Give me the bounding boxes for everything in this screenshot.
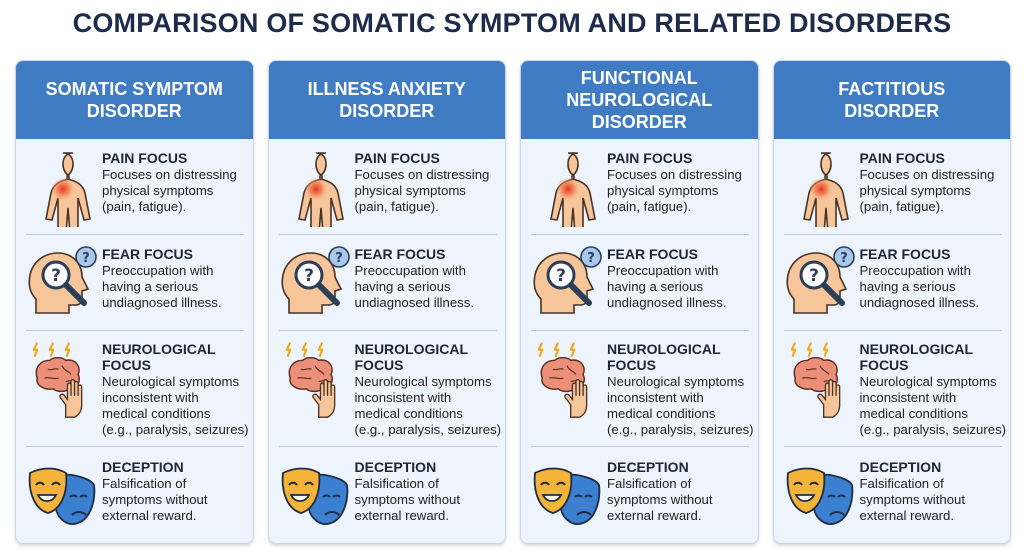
row-heading: FEAR FOCUS [859,246,951,262]
row-heading: DECEPTION [354,459,437,475]
brain-hand-lightning-icon [790,342,840,418]
row-heading: DECEPTION [102,459,184,475]
svg-text:?: ? [82,251,90,266]
divider [278,330,497,331]
svg-text:?: ? [840,251,848,266]
row-description: Falsification of symptoms without extern… [354,476,461,523]
row-description: Falsification of symptoms without extern… [607,476,713,523]
column-functional-neurological-disorder: FUNCTIONAL NEUROLOGICAL DISORDER PAIN FO… [520,60,759,544]
divider [783,234,1002,235]
row-heading: PAIN FOCUS [607,150,693,166]
row-heading: NEUROLOGICAL FOCUS [607,341,721,373]
head-question-magnifier-icon: ? ? [280,246,350,314]
row-deception: DECEPTION Falsification of symptoms with… [774,447,1011,543]
head-question-magnifier-icon: ? ? [533,246,602,314]
svg-text:?: ? [335,251,343,266]
divider [783,446,1002,447]
page-title: COMPARISON OF SOMATIC SYMPTOM AND RELATE… [72,8,952,38]
svg-text:?: ? [304,266,314,286]
body-pain-icon [802,152,849,227]
divider [531,330,749,331]
row-fear-focus: ? ? FEAR FOCUS Preoccupation with having… [774,235,1011,331]
body-pain-icon [297,152,344,227]
row-neurological-focus: NEUROLOGICAL FOCUS Neurological symptoms… [16,331,253,447]
head-question-magnifier-icon: ? ? [28,246,97,314]
row-description: Preoccupation with having a serious undi… [102,263,222,310]
row-heading: NEUROLOGICAL FOCUS [102,341,216,373]
column-heading: SOMATIC SYMPTOM DISORDER [16,61,253,139]
divider [26,330,244,331]
row-deception: DECEPTION Falsification of symptoms with… [269,447,506,543]
row-heading: NEUROLOGICAL FOCUS [859,341,974,373]
svg-text:?: ? [809,266,819,286]
row-neurological-focus: NEUROLOGICAL FOCUS Neurological symptoms… [521,331,758,447]
head-question-magnifier-icon: ? ? [785,246,855,314]
row-description: Focuses on distressing physical symptoms… [102,167,237,214]
body-pain-icon [550,152,596,227]
row-description: Focuses on distressing physical symptoms… [354,167,490,214]
row-neurological-focus: NEUROLOGICAL FOCUS Neurological symptoms… [269,331,506,447]
row-description: Falsification of symptoms without extern… [859,476,966,523]
theater-masks-icon [281,467,348,525]
row-description: Neurological symptoms inconsistent with … [859,374,1007,437]
svg-text:?: ? [51,266,61,286]
row-pain-focus: PAIN FOCUS Focuses on distressing physic… [269,139,506,235]
theater-masks-icon [28,467,96,525]
theater-masks-icon [786,467,853,525]
divider [26,446,244,447]
row-description: Neurological symptoms inconsistent with … [607,374,754,437]
row-heading: DECEPTION [859,459,942,475]
row-pain-focus: PAIN FOCUS Focuses on distressing physic… [16,139,253,235]
row-description: Preoccupation with having a serious undi… [859,263,980,310]
svg-text:?: ? [556,266,566,286]
brain-hand-lightning-icon [537,342,588,418]
row-heading: PAIN FOCUS [102,150,188,166]
divider [26,234,244,235]
row-description: Preoccupation with having a serious undi… [607,263,727,310]
brain-hand-lightning-icon [32,342,83,418]
column-somatic-symptom-disorder: SOMATIC SYMPTOM DISORDER PAIN FOCUS Focu… [15,60,254,544]
row-heading: DECEPTION [607,459,689,475]
row-heading: PAIN FOCUS [354,150,440,166]
row-deception: DECEPTION Falsification of symptoms with… [16,447,253,543]
row-deception: DECEPTION Falsification of symptoms with… [521,447,758,543]
column-factitious-disorder: FACTITIOUS DISORDER PAIN FOCUS Focuses o… [772,60,1011,544]
row-fear-focus: ? ? FEAR FOCUS Preoccupation with having… [521,235,758,331]
row-heading: FEAR FOCUS [102,246,193,262]
row-fear-focus: ? ? FEAR FOCUS Preoccupation with having… [16,235,253,331]
brain-hand-lightning-icon [285,342,335,418]
row-fear-focus: ? ? FEAR FOCUS Preoccupation with having… [269,235,506,331]
row-pain-focus: PAIN FOCUS Focuses on distressing physic… [521,139,758,235]
row-description: Focuses on distressing physical symptoms… [859,167,995,214]
row-pain-focus: PAIN FOCUS Focuses on distressing physic… [774,139,1011,235]
row-heading: PAIN FOCUS [859,150,945,166]
column-illness-anxiety-disorder: ILLNESS ANXIETY DISORDER PAIN FOCUS Focu… [267,60,506,544]
row-heading: FEAR FOCUS [354,246,446,262]
row-heading: FEAR FOCUS [607,246,698,262]
divider [278,446,497,447]
theater-masks-icon [533,467,601,525]
row-description: Focuses on distressing physical symptoms… [607,167,742,214]
column-heading: ILLNESS ANXIETY DISORDER [268,61,505,139]
column-heading: FUNCTIONAL NEUROLOGICAL DISORDER [521,61,758,139]
row-description: Neurological symptoms inconsistent with … [354,374,502,437]
column-heading: FACTITIOUS DISORDER [773,61,1010,139]
divider [278,234,497,235]
row-neurological-focus: NEUROLOGICAL FOCUS Neurological symptoms… [774,331,1011,447]
svg-text:?: ? [587,251,595,266]
columns: SOMATIC SYMPTOM DISORDER PAIN FOCUS Focu… [15,60,1011,544]
body-pain-icon [45,152,91,227]
divider [531,234,749,235]
row-description: Neurological symptoms inconsistent with … [102,374,249,437]
divider [531,446,749,447]
divider [783,330,1002,331]
row-heading: NEUROLOGICAL FOCUS [354,341,469,373]
row-description: Falsification of symptoms without extern… [102,476,208,523]
row-description: Preoccupation with having a serious undi… [354,263,475,310]
